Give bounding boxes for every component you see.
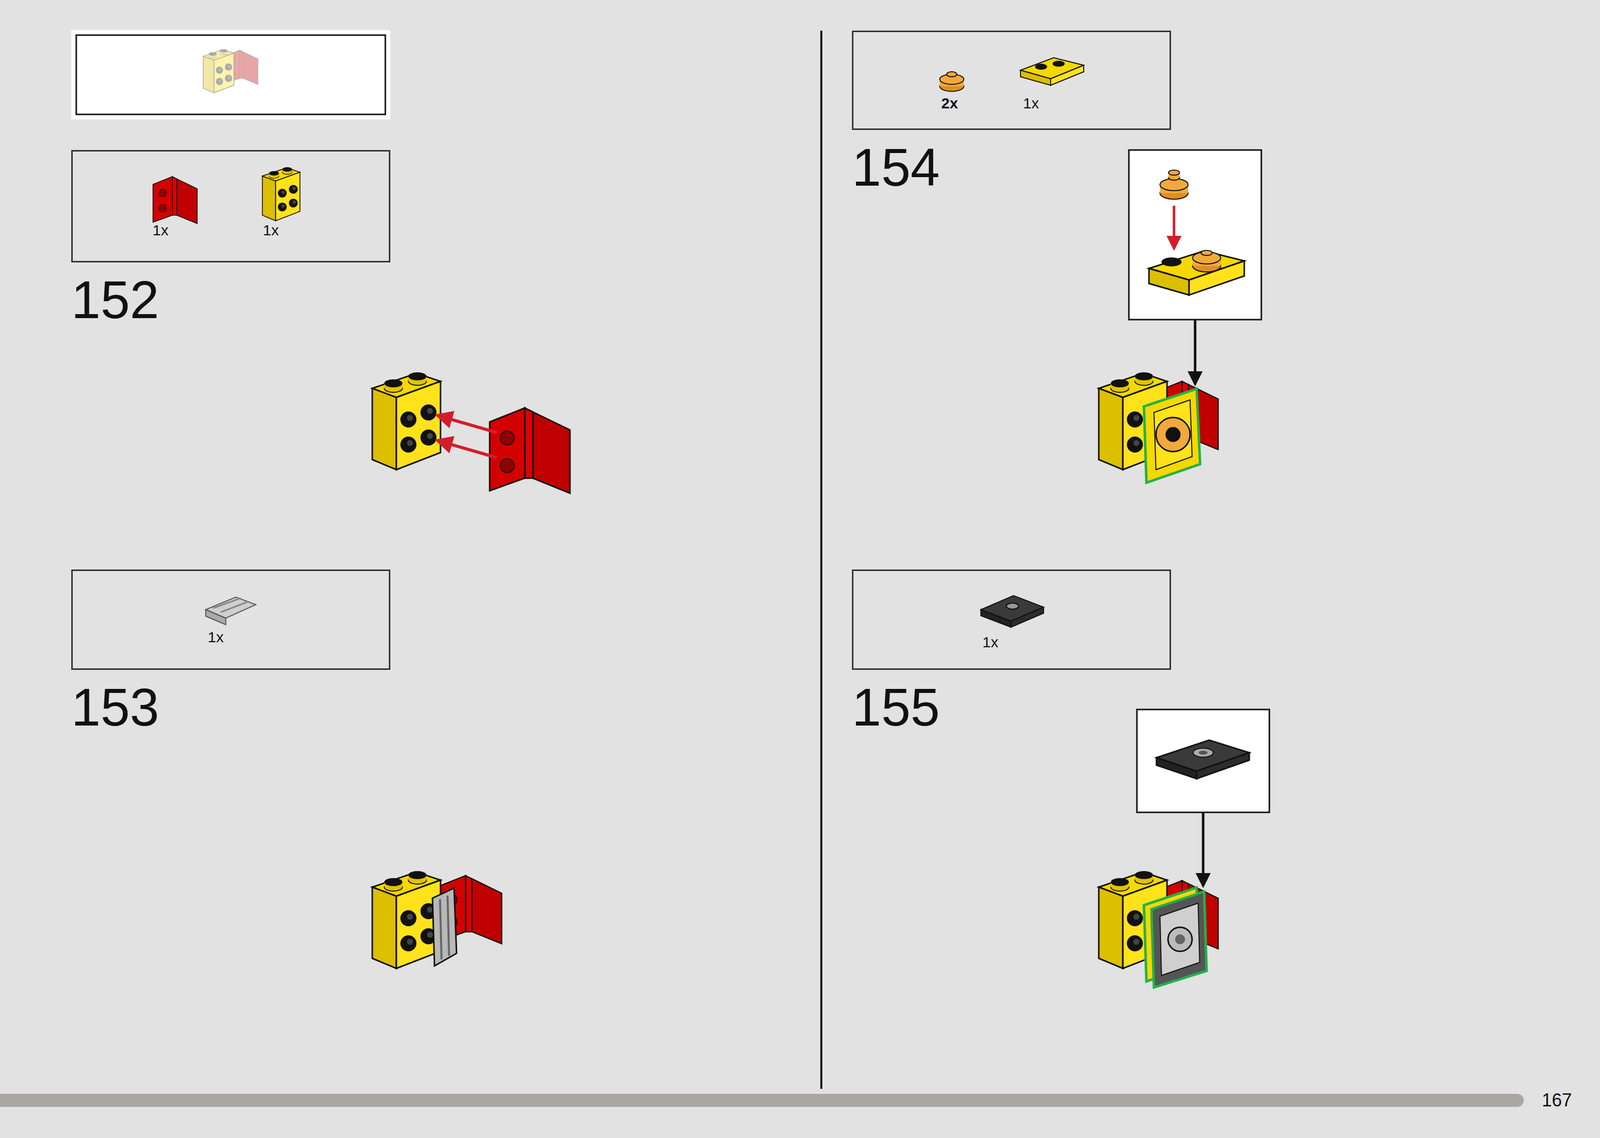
quantity-label: 1x (1023, 95, 1040, 111)
step-number: 152 (71, 273, 160, 327)
parts-box: 1x 1x (71, 150, 391, 263)
quantity-label: 1x (152, 222, 169, 238)
step-number: 153 (71, 680, 160, 734)
quantity-label: 1x (262, 222, 279, 238)
quantity-label: 2x (941, 95, 958, 111)
step-number: 154 (851, 140, 940, 194)
parts-box: 1x (71, 569, 391, 670)
parts-box: 2x 1x (851, 30, 1172, 130)
page-number: 167 (1541, 1091, 1572, 1110)
parts-box: 1x (851, 569, 1172, 670)
quantity-label: 1x (207, 629, 224, 645)
quantity-label: 1x (982, 634, 999, 650)
step-number: 155 (851, 680, 940, 734)
